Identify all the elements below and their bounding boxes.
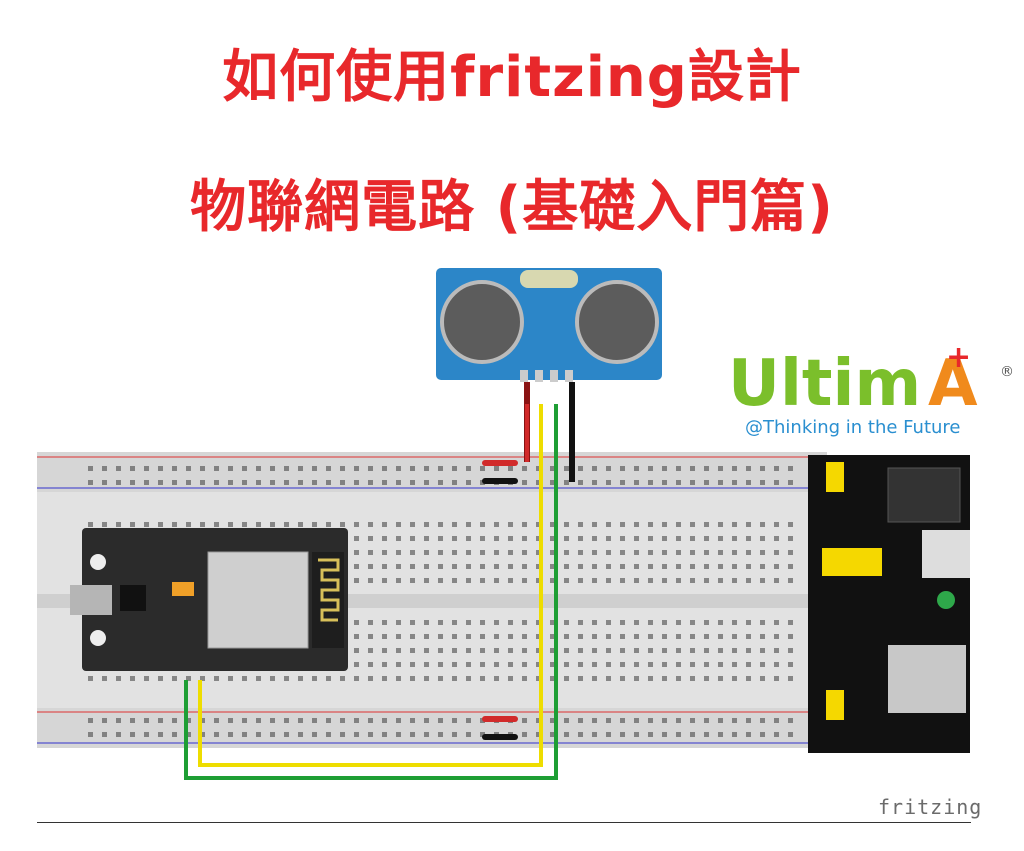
power-led [937, 591, 955, 609]
logo-plus-sign: + [946, 340, 971, 375]
page-title-line-2: 物聯網電路 (基礎入門篇) [190, 175, 834, 240]
power-supply-module [808, 455, 970, 753]
rail-jumper-black-top [482, 478, 518, 484]
logo-text-accent: A [928, 347, 978, 421]
sensor-transducer-right [575, 280, 659, 364]
rail-jumper-red-top [482, 460, 518, 466]
hc-sr04-sensor [436, 268, 662, 382]
fritzing-brand: fritzing [878, 795, 983, 819]
rail-jumper-red-bottom [482, 716, 518, 722]
registered-mark: ® [1000, 364, 1014, 380]
footer-divider [37, 822, 971, 823]
sensor-pin-gnd [565, 370, 573, 382]
micro-usb-port [70, 585, 112, 615]
gnd-header [822, 548, 882, 576]
sensor-pin-vcc [520, 370, 528, 382]
top-rail-holes [80, 460, 800, 488]
antenna-trace [318, 558, 340, 622]
usb-chip [120, 585, 146, 611]
usb-a-port [888, 645, 966, 713]
sensor-pin-echo [550, 370, 558, 382]
rail-jumper-black-bottom [482, 734, 518, 740]
logo-tagline: @Thinking in the Future [745, 417, 961, 438]
wire-echo-green [184, 404, 558, 780]
power-switch [922, 530, 970, 578]
page-title-line-1: 如何使用fritzing設計 [222, 45, 802, 110]
dc-in-jack [887, 467, 961, 523]
sensor-crystal [520, 270, 578, 288]
wires [184, 382, 575, 780]
bottom-jumper [826, 690, 844, 720]
esp-wroom-32-module [207, 551, 309, 649]
sensor-pin-trig [535, 370, 543, 382]
boot-button [90, 630, 106, 646]
sensor-transducer-left [440, 280, 524, 364]
top-jumper [826, 462, 844, 492]
wire-trig-yellow [198, 404, 543, 767]
capacitor [172, 582, 194, 596]
en-button [90, 554, 106, 570]
logo-text-main: Ultim [728, 347, 921, 421]
esp32-board [70, 528, 348, 671]
ultima-logo: Ultim A + [728, 340, 978, 421]
